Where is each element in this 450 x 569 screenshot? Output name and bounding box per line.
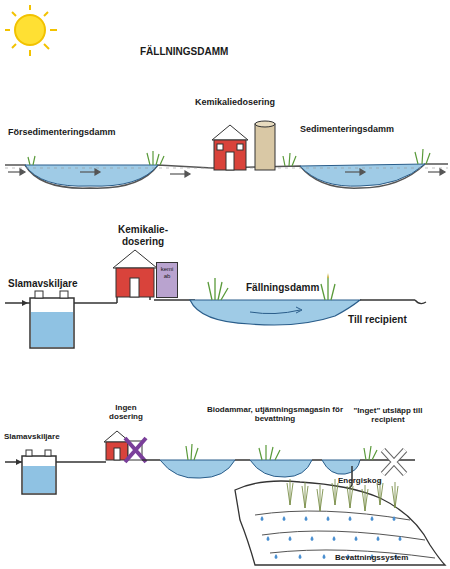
diagram-title: FÄLLNINGSDAMM: [140, 46, 228, 58]
panel-3: [5, 431, 445, 565]
water-drop: [275, 554, 278, 559]
chemical-tank: kemi ab: [156, 262, 178, 298]
water-drop: [289, 536, 292, 541]
tree: [332, 479, 338, 505]
tree: [317, 485, 323, 511]
panel-2: [5, 250, 426, 348]
water-drop: [355, 536, 358, 541]
water-drop: [305, 516, 308, 521]
water-drop: [371, 516, 374, 521]
tree: [347, 482, 353, 508]
chemical-dosing-label: Kemikalie- dosering: [112, 224, 174, 247]
water-drop: [323, 554, 326, 559]
panel-1: [5, 121, 448, 188]
water-drop: [399, 536, 402, 541]
water-drop: [267, 536, 270, 541]
tree: [287, 479, 293, 505]
water-drop: [393, 516, 396, 521]
separator-label: Slamavskiljare: [4, 432, 60, 441]
tree: [302, 482, 308, 508]
outlet-label: Till recipient: [348, 314, 407, 326]
pond-label: Fällningsdamm: [246, 282, 319, 294]
water-drop: [299, 554, 302, 559]
separator-label: Slamavskiljare: [8, 278, 78, 290]
water-drop: [327, 516, 330, 521]
water-drop: [283, 516, 286, 521]
pond-label: Sedimenteringsdamm: [300, 124, 394, 134]
water-drop: [333, 536, 336, 541]
sun: [5, 5, 57, 56]
chemical-dosing-label: Kemikaliedosering: [195, 97, 275, 107]
irrigation-label: Bevattningssystem: [335, 553, 408, 562]
biopond-label: Biodammar, utjämningsmagasin för bevattn…: [200, 405, 350, 423]
tank-label: kemi ab: [158, 266, 176, 279]
no-discharge-label: "Inget" utsläpp till recipient: [348, 406, 428, 424]
water-drop: [349, 516, 352, 521]
water-drop: [261, 516, 264, 521]
tree: [392, 482, 398, 508]
tree: [362, 485, 368, 511]
pond-label: Försedimenteringsdamm: [8, 127, 116, 137]
no-dosing-label: Ingen dosering: [102, 403, 150, 421]
energy-forest-label: Energiskog: [338, 476, 382, 485]
water-drop: [377, 536, 380, 541]
water-drop: [311, 536, 314, 541]
